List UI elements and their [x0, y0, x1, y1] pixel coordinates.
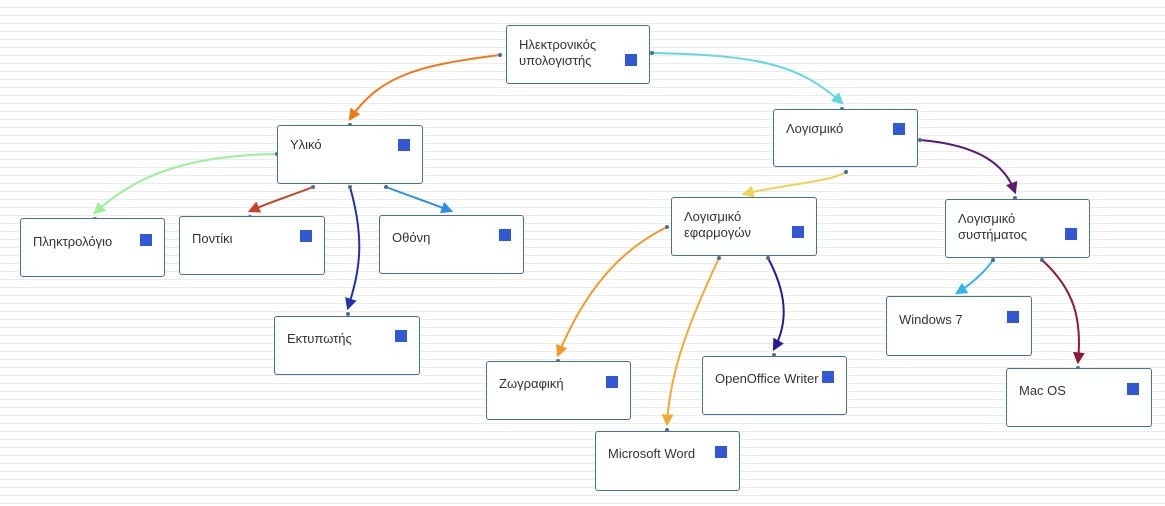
- node-marker-icon[interactable]: [499, 229, 511, 241]
- connection-point: [311, 185, 315, 189]
- node-writer[interactable]: OpenOffice Writer: [702, 356, 847, 415]
- node-system-software-label: Λογισμικό συστήματος: [958, 211, 1027, 242]
- edge-app_software-to-writer: [767, 257, 785, 352]
- connection-point: [498, 53, 502, 57]
- node-marker-icon[interactable]: [625, 54, 637, 66]
- node-paint-label: Ζωγραφική: [499, 376, 564, 391]
- node-marker-icon[interactable]: [893, 123, 905, 135]
- connection-point: [766, 256, 770, 260]
- node-marker-icon[interactable]: [822, 371, 834, 383]
- connection-point: [348, 185, 352, 189]
- node-software[interactable]: Λογισμικό: [773, 109, 918, 167]
- connection-point: [665, 225, 669, 229]
- node-app-software[interactable]: Λογισμικό εφαρμογών: [671, 197, 817, 256]
- node-computer[interactable]: Ηλεκτρονικός υπολογιστής: [506, 25, 650, 84]
- node-marker-icon[interactable]: [606, 376, 618, 388]
- connection-point: [346, 312, 350, 316]
- node-marker-icon[interactable]: [140, 234, 152, 246]
- node-mouse[interactable]: Ποντίκι: [179, 216, 325, 275]
- node-keyboard[interactable]: Πληκτρολόγιο: [20, 218, 165, 277]
- edge-app_software-to-word: [661, 257, 720, 427]
- edge-software-to-system_software: [919, 139, 1018, 195]
- node-paint[interactable]: Ζωγραφική: [486, 361, 631, 420]
- connection-point: [844, 170, 848, 174]
- connection-point: [717, 256, 721, 260]
- node-keyboard-label: Πληκτρολόγιο: [33, 234, 113, 249]
- node-hardware[interactable]: Υλικό: [277, 125, 423, 184]
- node-marker-icon[interactable]: [792, 226, 804, 238]
- node-word[interactable]: Microsoft Word: [595, 431, 740, 491]
- node-screen[interactable]: Οθόνη: [379, 215, 524, 274]
- connection-point: [1040, 258, 1044, 262]
- node-system-software[interactable]: Λογισμικό συστήματος: [945, 199, 1090, 258]
- connection-point: [384, 185, 388, 189]
- node-macos-label: Mac OS: [1019, 383, 1066, 398]
- edge-computer-to-hardware: [348, 54, 501, 121]
- node-marker-icon[interactable]: [715, 446, 727, 458]
- node-marker-icon[interactable]: [1065, 228, 1077, 240]
- connection-point: [918, 138, 922, 142]
- node-screen-label: Οθόνη: [392, 230, 431, 245]
- node-printer[interactable]: Εκτυπωτής: [274, 316, 420, 375]
- node-printer-label: Εκτυπωτής: [287, 331, 352, 346]
- node-marker-icon[interactable]: [1127, 383, 1139, 395]
- edge-hardware-to-screen: [385, 186, 454, 214]
- node-marker-icon[interactable]: [300, 230, 312, 242]
- node-writer-label: OpenOffice Writer: [715, 371, 819, 386]
- node-marker-icon[interactable]: [395, 330, 407, 342]
- connection-point: [650, 51, 654, 55]
- node-software-label: Λογισμικό: [786, 121, 844, 136]
- node-marker-icon[interactable]: [398, 139, 410, 151]
- node-marker-icon[interactable]: [1007, 311, 1019, 323]
- node-mouse-label: Ποντίκι: [192, 231, 233, 246]
- node-word-label: Microsoft Word: [608, 446, 696, 461]
- node-macos[interactable]: Mac OS: [1006, 368, 1152, 427]
- connection-point: [991, 258, 995, 262]
- edge-hardware-to-printer: [345, 186, 361, 311]
- edge-hardware-to-keyboard: [93, 153, 278, 215]
- edge-hardware-to-mouse: [247, 186, 314, 213]
- edge-system_software-to-windows: [954, 259, 994, 295]
- node-app-software-label: Λογισμικό εφαρμογών: [684, 209, 752, 240]
- edge-software-to-app_software: [741, 171, 847, 198]
- edge-system_software-to-macos: [1041, 259, 1085, 365]
- edge-app_software-to-paint: [556, 226, 668, 358]
- node-windows[interactable]: Windows 7: [886, 296, 1032, 356]
- node-computer-label: Ηλεκτρονικός υπολογιστής: [519, 37, 597, 68]
- edge-computer-to-software: [651, 52, 844, 105]
- node-hardware-label: Υλικό: [290, 137, 322, 152]
- node-windows-label: Windows 7: [899, 312, 963, 327]
